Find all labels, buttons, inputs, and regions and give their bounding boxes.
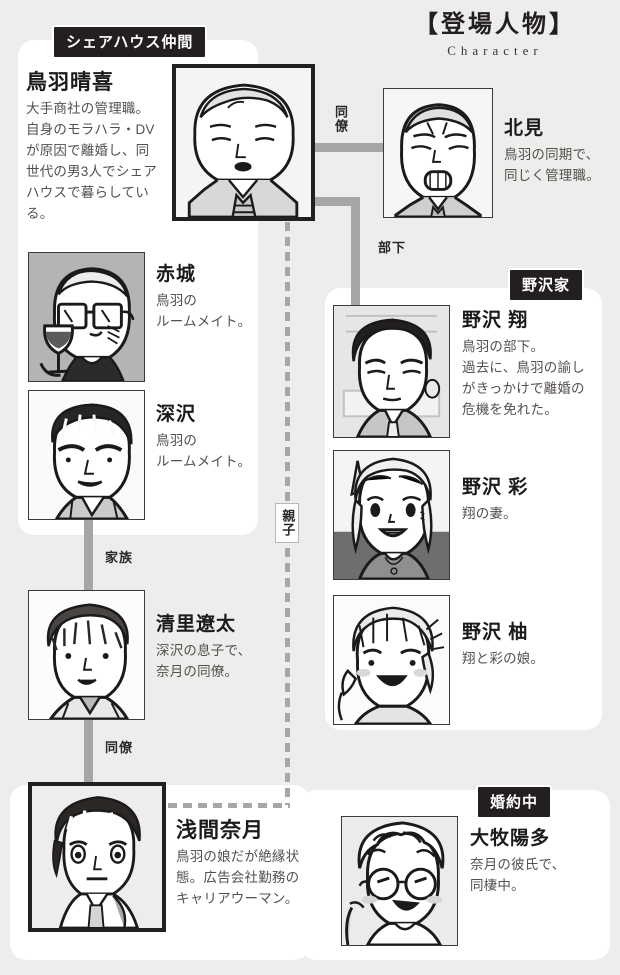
badge-engaged: 婚約中 bbox=[476, 785, 553, 819]
person-nozawa-yuzu: 野沢 柚 翔と彩の娘。 bbox=[462, 622, 592, 670]
person-oomaki: 大牧陽多 奈月の彼氏で、 同棲中。 bbox=[470, 828, 600, 897]
toba-illustration bbox=[176, 68, 311, 217]
person-name-nozawa-aya: 野沢 彩 bbox=[462, 477, 529, 498]
portrait-toba[interactable] bbox=[172, 64, 315, 221]
person-name-natsuki: 浅間奈月 bbox=[176, 819, 264, 842]
kiyosato-illustration bbox=[29, 591, 144, 719]
page-title: 【登場人物】 Character bbox=[375, 4, 615, 59]
person-name-kitami: 北見 bbox=[504, 118, 545, 139]
kitami-illustration bbox=[384, 89, 492, 217]
connector-toba-sho-horizontal bbox=[315, 197, 360, 206]
person-natsuki: 浅間奈月 鳥羽の娘だが絶縁状 態。広告会社勤務の キャリアウーマン。 bbox=[176, 818, 321, 910]
portrait-natsuki[interactable] bbox=[28, 782, 166, 932]
title-english: Character bbox=[447, 43, 543, 58]
portrait-kiyosato[interactable] bbox=[28, 590, 145, 720]
connector-toba-kitami bbox=[315, 143, 385, 152]
connector-parent-child-lower bbox=[285, 548, 290, 805]
connector-fukazawa-kiyosato bbox=[84, 520, 93, 595]
person-name-toba: 鳥羽晴喜 bbox=[26, 71, 114, 94]
badge-sharehouse: シェアハウス仲間 bbox=[52, 25, 208, 59]
nozawa-sho-illustration bbox=[334, 306, 449, 437]
person-akagi: 赤城 鳥羽の ルームメイト。 bbox=[156, 264, 266, 333]
person-nozawa-sho: 野沢 翔 鳥羽の部下。 過去に、鳥羽の諭し がきっかけで離婚の 危機を免れた。 bbox=[462, 310, 604, 420]
person-nozawa-aya: 野沢 彩 翔の妻。 bbox=[462, 477, 592, 525]
person-name-nozawa-sho: 野沢 翔 bbox=[462, 310, 529, 331]
person-desc-nozawa-sho: 鳥羽の部下。 過去に、鳥羽の諭し がきっかけで離婚の 危機を免れた。 bbox=[462, 338, 585, 417]
oomaki-illustration bbox=[342, 817, 457, 945]
person-desc-nozawa-yuzu: 翔と彩の娘。 bbox=[462, 650, 545, 666]
relation-label-colleague-top: 同僚 bbox=[332, 105, 348, 133]
person-fukazawa: 深沢 鳥羽の ルームメイト。 bbox=[156, 404, 266, 473]
person-desc-kitami: 鳥羽の同期で、 同じく管理職。 bbox=[504, 146, 600, 183]
person-kiyosato: 清里遼太 深沢の息子で、 奈月の同僚。 bbox=[156, 614, 274, 683]
person-desc-oomaki: 奈月の彼氏で、 同棲中。 bbox=[470, 856, 566, 893]
person-name-akagi: 赤城 bbox=[156, 264, 197, 285]
person-desc-fukazawa: 鳥羽の ルームメイト。 bbox=[156, 432, 252, 469]
person-desc-nozawa-aya: 翔の妻。 bbox=[462, 505, 517, 521]
person-name-fukazawa: 深沢 bbox=[156, 404, 197, 425]
nozawa-aya-illustration bbox=[334, 451, 449, 579]
person-toba: 鳥羽晴喜 大手商社の管理職。 自身のモラハラ・DV が原因で離婚し、同 世代の男… bbox=[26, 70, 176, 225]
portrait-nozawa-sho[interactable] bbox=[333, 305, 450, 438]
person-desc-akagi: 鳥羽の ルームメイト。 bbox=[156, 292, 252, 329]
relation-label-subordinate: 部下 bbox=[378, 240, 407, 255]
natsuki-illustration bbox=[32, 786, 162, 928]
portrait-nozawa-aya[interactable] bbox=[333, 450, 450, 580]
relation-label-parent-child: 親子 bbox=[275, 503, 300, 543]
person-kitami: 北見 鳥羽の同期で、 同じく管理職。 bbox=[504, 118, 614, 187]
connector-parent-child-upper bbox=[285, 222, 290, 507]
person-desc-natsuki: 鳥羽の娘だが絶縁状 態。広告会社勤務の キャリアウーマン。 bbox=[176, 849, 300, 907]
person-name-oomaki: 大牧陽多 bbox=[470, 828, 551, 849]
person-desc-kiyosato: 深沢の息子で、 奈月の同僚。 bbox=[156, 642, 252, 679]
person-name-nozawa-yuzu: 野沢 柚 bbox=[462, 622, 529, 643]
connector-parent-child-branch bbox=[168, 803, 290, 808]
fukazawa-illustration bbox=[29, 391, 144, 519]
relation-label-colleague-bottom: 同僚 bbox=[105, 740, 134, 755]
portrait-fukazawa[interactable] bbox=[28, 390, 145, 520]
portrait-kitami[interactable] bbox=[383, 88, 493, 218]
portrait-akagi[interactable] bbox=[28, 252, 145, 382]
akagi-illustration bbox=[29, 253, 144, 381]
connector-toba-sho-vertical bbox=[351, 197, 360, 322]
badge-nozawa: 野沢家 bbox=[508, 268, 585, 302]
portrait-oomaki[interactable] bbox=[341, 816, 458, 946]
relation-label-family: 家族 bbox=[105, 550, 134, 565]
portrait-nozawa-yuzu[interactable] bbox=[333, 595, 450, 725]
person-desc-toba: 大手商社の管理職。 自身のモラハラ・DV が原因で離婚し、同 世代の男3人でシェ… bbox=[26, 101, 158, 221]
connector-kiyosato-natsuki bbox=[84, 720, 93, 815]
person-name-kiyosato: 清里遼太 bbox=[156, 614, 237, 635]
nozawa-yuzu-illustration bbox=[334, 596, 449, 724]
title-japanese: 【登場人物】 bbox=[414, 12, 576, 38]
